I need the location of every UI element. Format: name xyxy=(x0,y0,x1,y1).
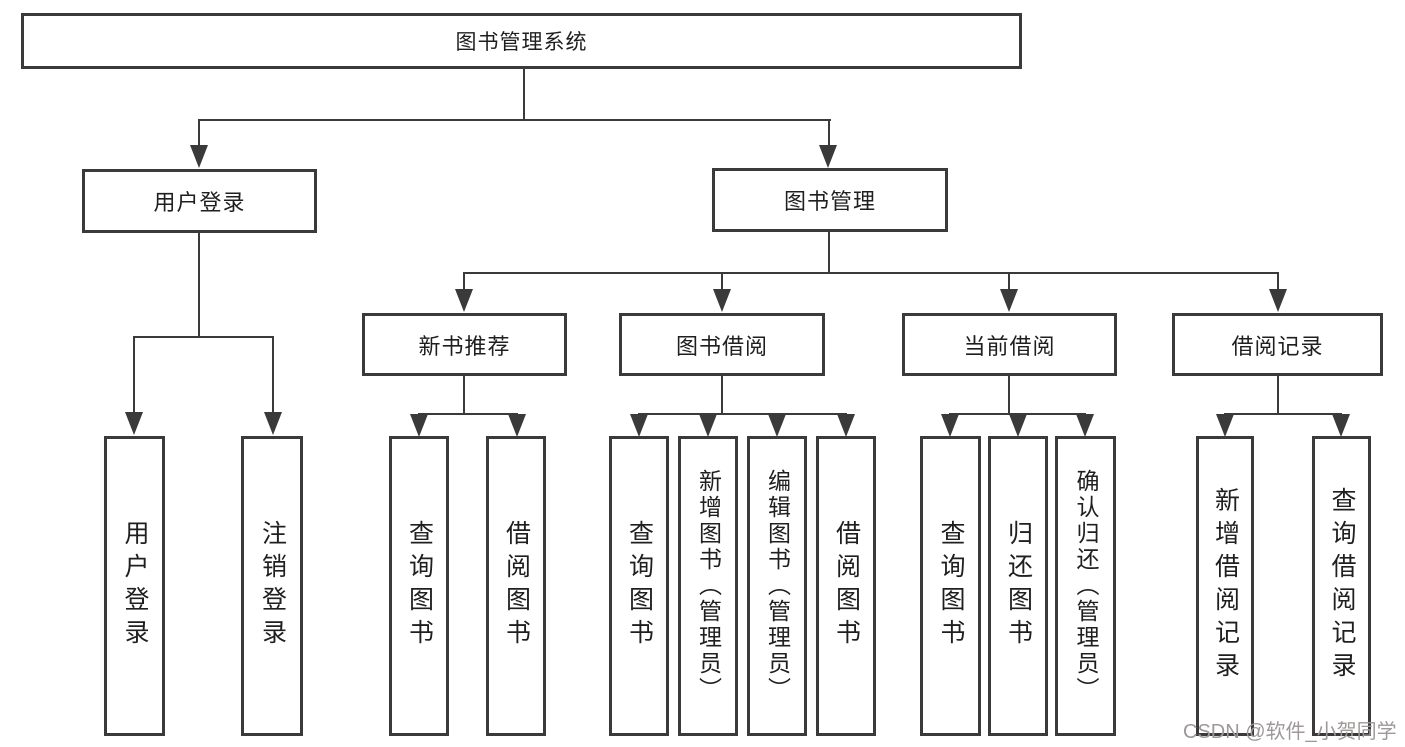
node-new-book-recommend: 新书推荐 xyxy=(362,313,567,376)
connector-line xyxy=(1008,272,1010,290)
arrow-down-icon xyxy=(455,289,473,312)
arrow-down-icon xyxy=(1332,414,1350,437)
connector-line xyxy=(133,336,274,338)
connector-line xyxy=(828,119,830,147)
arrow-down-icon xyxy=(410,414,428,437)
arrow-down-icon xyxy=(190,145,208,168)
arrow-down-icon xyxy=(699,414,717,437)
node-query-books-current: 查询图书 xyxy=(920,436,981,736)
connector-line xyxy=(463,272,465,290)
node-library-management-system: 图书管理系统 xyxy=(21,13,1022,69)
node-edit-books-admin: 编辑图书（管理员） xyxy=(747,436,807,736)
node-query-borrow-record: 查询借阅记录 xyxy=(1312,436,1371,736)
node-book-management: 图书管理 xyxy=(712,168,948,232)
connector-line xyxy=(1008,376,1010,415)
node-query-books-recommend: 查询图书 xyxy=(389,436,449,736)
node-book-borrowing: 图书借阅 xyxy=(619,313,825,376)
arrow-down-icon xyxy=(264,412,282,435)
arrow-down-icon xyxy=(630,414,648,437)
arrow-down-icon xyxy=(819,145,837,168)
node-add-borrow-record: 新增借阅记录 xyxy=(1196,436,1254,736)
connector-line xyxy=(198,233,200,336)
node-logout: 注销登录 xyxy=(241,436,303,736)
connector-line xyxy=(133,336,135,414)
connector-line xyxy=(463,272,1279,274)
arrow-down-icon xyxy=(125,412,143,435)
node-user-login: 用户登录 xyxy=(82,169,317,233)
arrow-down-icon xyxy=(1216,414,1234,437)
connector-line xyxy=(198,119,200,147)
arrow-down-icon xyxy=(768,414,786,437)
arrow-down-icon xyxy=(713,289,731,312)
connector-line xyxy=(828,232,830,274)
node-borrow-books-leaf: 借阅图书 xyxy=(816,436,876,736)
arrow-down-icon xyxy=(1009,414,1027,437)
connector-line xyxy=(721,272,723,290)
connector-line xyxy=(463,376,465,415)
arrow-down-icon xyxy=(941,414,959,437)
node-current-borrowing: 当前借阅 xyxy=(902,313,1117,376)
connector-line xyxy=(1277,376,1279,415)
node-return-books: 归还图书 xyxy=(988,436,1048,736)
connector-line xyxy=(638,413,847,415)
arrow-down-icon xyxy=(1076,414,1094,437)
node-borrow-books-recommend: 借阅图书 xyxy=(486,436,546,736)
csdn-watermark: CSDN @软件_小贺同学 xyxy=(1183,721,1397,743)
connector-line xyxy=(418,413,518,415)
connector-line xyxy=(721,376,723,415)
connector-line xyxy=(272,336,274,414)
arrow-down-icon xyxy=(1269,289,1287,312)
node-add-books-admin: 新增图书（管理员） xyxy=(678,436,738,736)
connector-line xyxy=(1277,272,1279,290)
node-borrowing-records: 借阅记录 xyxy=(1172,313,1383,376)
connector-line xyxy=(198,119,831,121)
node-query-books-borrowing: 查询图书 xyxy=(609,436,669,736)
connector-line xyxy=(1224,413,1342,415)
arrow-down-icon xyxy=(1000,289,1018,312)
connector-line xyxy=(523,69,525,121)
node-confirm-return-admin: 确认归还（管理员） xyxy=(1055,436,1116,736)
arrow-down-icon xyxy=(508,414,526,437)
arrow-down-icon xyxy=(837,414,855,437)
node-user-login-leaf: 用户登录 xyxy=(104,436,165,736)
